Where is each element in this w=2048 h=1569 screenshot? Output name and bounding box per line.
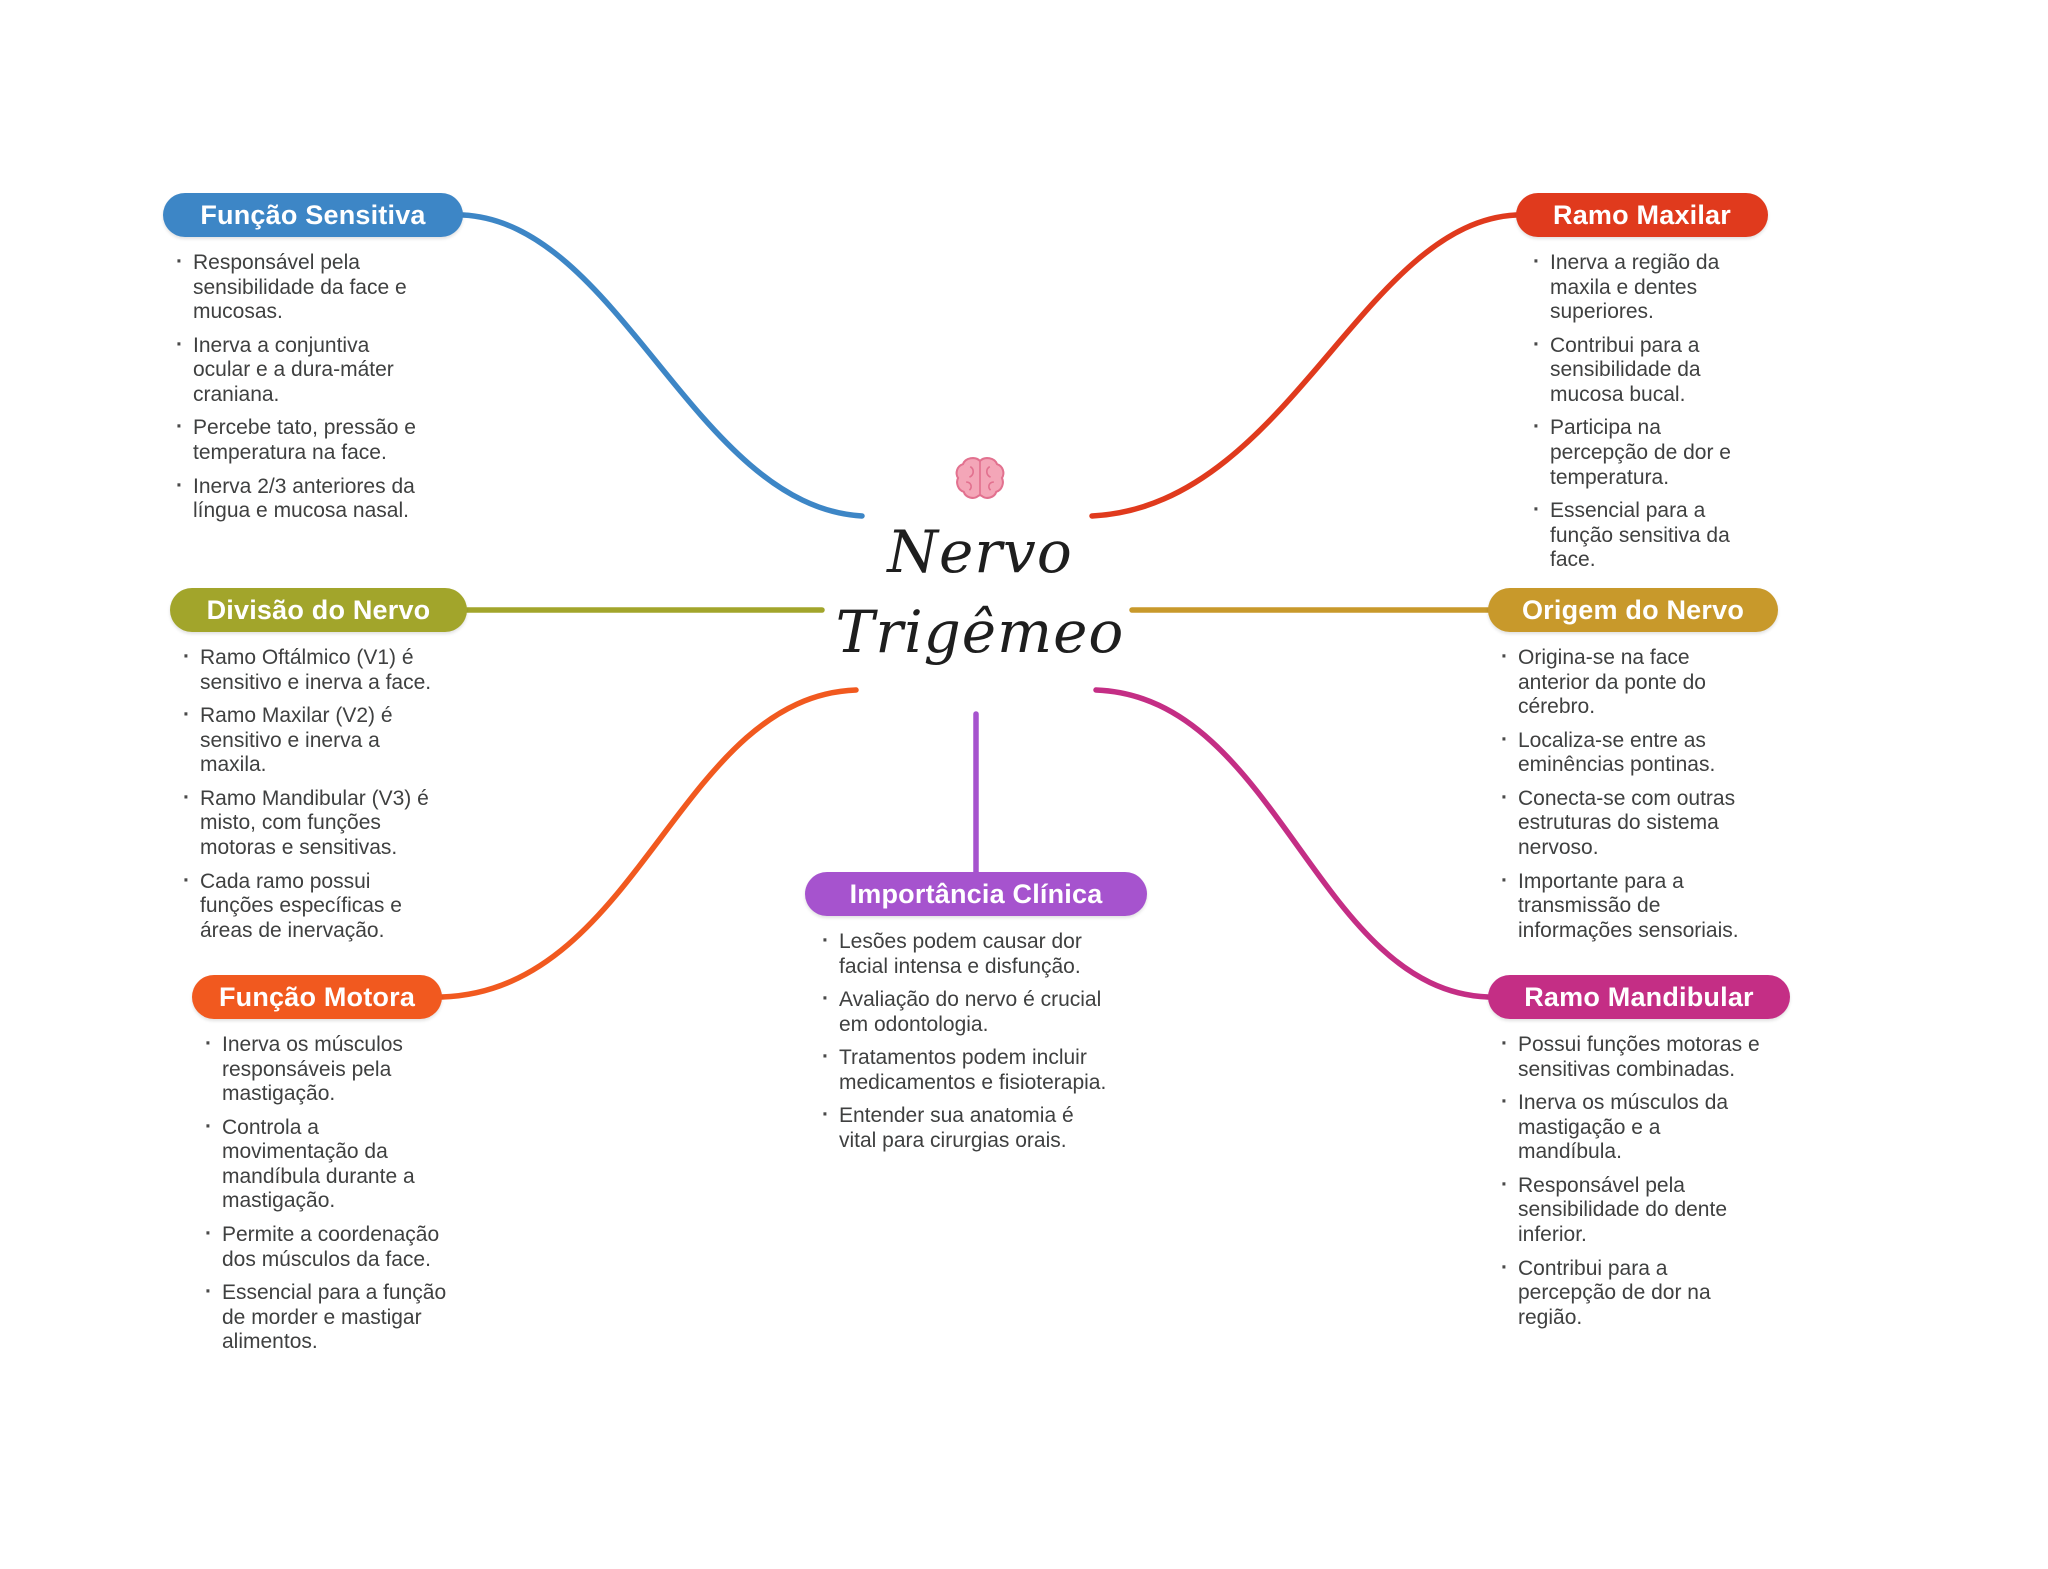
node-funcao-motora: Função Motora Inerva os músculos respons…: [192, 975, 447, 1364]
node-items-funcao-sensitiva: Responsável pela sensibilidade da face e…: [173, 250, 418, 524]
list-item: Tratamentos podem incluir medicamentos e…: [819, 1045, 1107, 1095]
list-item: Contribui para a percepção de dor na reg…: [1498, 1256, 1760, 1331]
list-item: Percebe tato, pressão e temperatura na f…: [173, 415, 418, 465]
list-item: Entender sua anatomia é vital para cirur…: [819, 1103, 1107, 1153]
center-title: Nervo Trigêmeo: [820, 512, 1140, 672]
node-items-ramo-mandibular: Possui funções motoras e sensitivas comb…: [1498, 1032, 1760, 1331]
connector-ramo-mandibular: [1093, 687, 1491, 1000]
list-item: Ramo Mandibular (V3) é misto, com funçõe…: [180, 786, 435, 861]
node-divisao-do-nervo: Divisão do Nervo Ramo Oftálmico (V1) é s…: [170, 588, 467, 952]
node-ramo-maxilar: Ramo Maxilar Inerva a região da maxila e…: [1516, 193, 1768, 582]
node-items-funcao-motora: Inerva os músculos responsáveis pela mas…: [202, 1032, 447, 1355]
list-item: Ramo Maxilar (V2) é sensitivo e inerva a…: [180, 703, 435, 778]
list-item: Essencial para a função sensitiva da fac…: [1530, 498, 1748, 573]
node-items-origem-do-nervo: Origina-se na face anterior da ponte do …: [1498, 645, 1750, 944]
list-item: Controla a movimentação da mandíbula dur…: [202, 1115, 447, 1214]
node-label-ramo-mandibular[interactable]: Ramo Mandibular: [1488, 975, 1790, 1019]
node-funcao-sensitiva: Função Sensitiva Responsável pela sensib…: [163, 193, 463, 533]
list-item: Inerva os músculos da mastigação e a man…: [1498, 1090, 1760, 1165]
center-title-line1: Nervo: [887, 518, 1073, 586]
list-item: Ramo Oftálmico (V1) é sensitivo e inerva…: [180, 645, 435, 695]
node-items-importancia-clinica: Lesões podem causar dor facial intensa e…: [819, 929, 1107, 1154]
list-item: Participa na percepção de dor e temperat…: [1530, 415, 1748, 490]
node-items-ramo-maxilar: Inerva a região da maxila e dentes super…: [1530, 250, 1748, 573]
connector-funcao-sensitiva: [460, 212, 865, 519]
center-node[interactable]: Nervo Trigêmeo: [820, 455, 1140, 672]
connector-funcao-motora: [439, 687, 859, 1000]
list-item: Lesões podem causar dor facial intensa e…: [819, 929, 1107, 979]
node-items-divisao-do-nervo: Ramo Oftálmico (V1) é sensitivo e inerva…: [180, 645, 435, 944]
node-label-importancia-clinica[interactable]: Importância Clínica: [805, 872, 1147, 916]
list-item: Responsável pela sensibilidade do dente …: [1498, 1173, 1760, 1248]
list-item: Localiza-se entre as eminências pontinas…: [1498, 728, 1750, 778]
list-item: Inerva 2/3 anteriores da língua e mucosa…: [173, 473, 418, 524]
node-label-divisao-do-nervo[interactable]: Divisão do Nervo: [170, 588, 467, 632]
node-label-origem-do-nervo[interactable]: Origem do Nervo: [1488, 588, 1778, 632]
list-item: Responsável pela sensibilidade da face e…: [173, 250, 418, 325]
list-item: Inerva a região da maxila e dentes super…: [1530, 250, 1748, 325]
node-label-funcao-sensitiva[interactable]: Função Sensitiva: [163, 193, 463, 237]
list-item: Permite a coordenação dos músculos da fa…: [202, 1222, 447, 1272]
connector-ramo-maxilar: [1089, 212, 1519, 519]
center-title-line2: Trigêmeo: [835, 598, 1125, 667]
list-item: Inerva os músculos responsáveis pela mas…: [202, 1032, 447, 1107]
list-item: Essencial para a função de morder e mast…: [202, 1280, 447, 1355]
brain-icon: [954, 455, 1006, 506]
list-item: Avaliação do nervo é crucial em odontolo…: [819, 987, 1107, 1037]
node-origem-do-nervo: Origem do Nervo Origina-se na face anter…: [1488, 588, 1778, 952]
node-label-ramo-maxilar[interactable]: Ramo Maxilar: [1516, 193, 1768, 237]
list-item: Inerva a conjuntiva ocular e a dura-máte…: [173, 333, 418, 408]
node-ramo-mandibular: Ramo Mandibular Possui funções motoras e…: [1488, 975, 1790, 1339]
list-item: Origina-se na face anterior da ponte do …: [1498, 645, 1750, 720]
list-item: Possui funções motoras e sensitivas comb…: [1498, 1032, 1760, 1082]
list-item: Conecta-se com outras estruturas do sist…: [1498, 786, 1750, 861]
node-label-funcao-motora[interactable]: Função Motora: [192, 975, 442, 1019]
list-item: Cada ramo possui funções específicas e á…: [180, 869, 435, 944]
node-importancia-clinica: Importância Clínica Lesões podem causar …: [805, 872, 1147, 1163]
list-item: Importante para a transmissão de informa…: [1498, 869, 1750, 944]
list-item: Contribui para a sensibilidade da mucosa…: [1530, 333, 1748, 408]
